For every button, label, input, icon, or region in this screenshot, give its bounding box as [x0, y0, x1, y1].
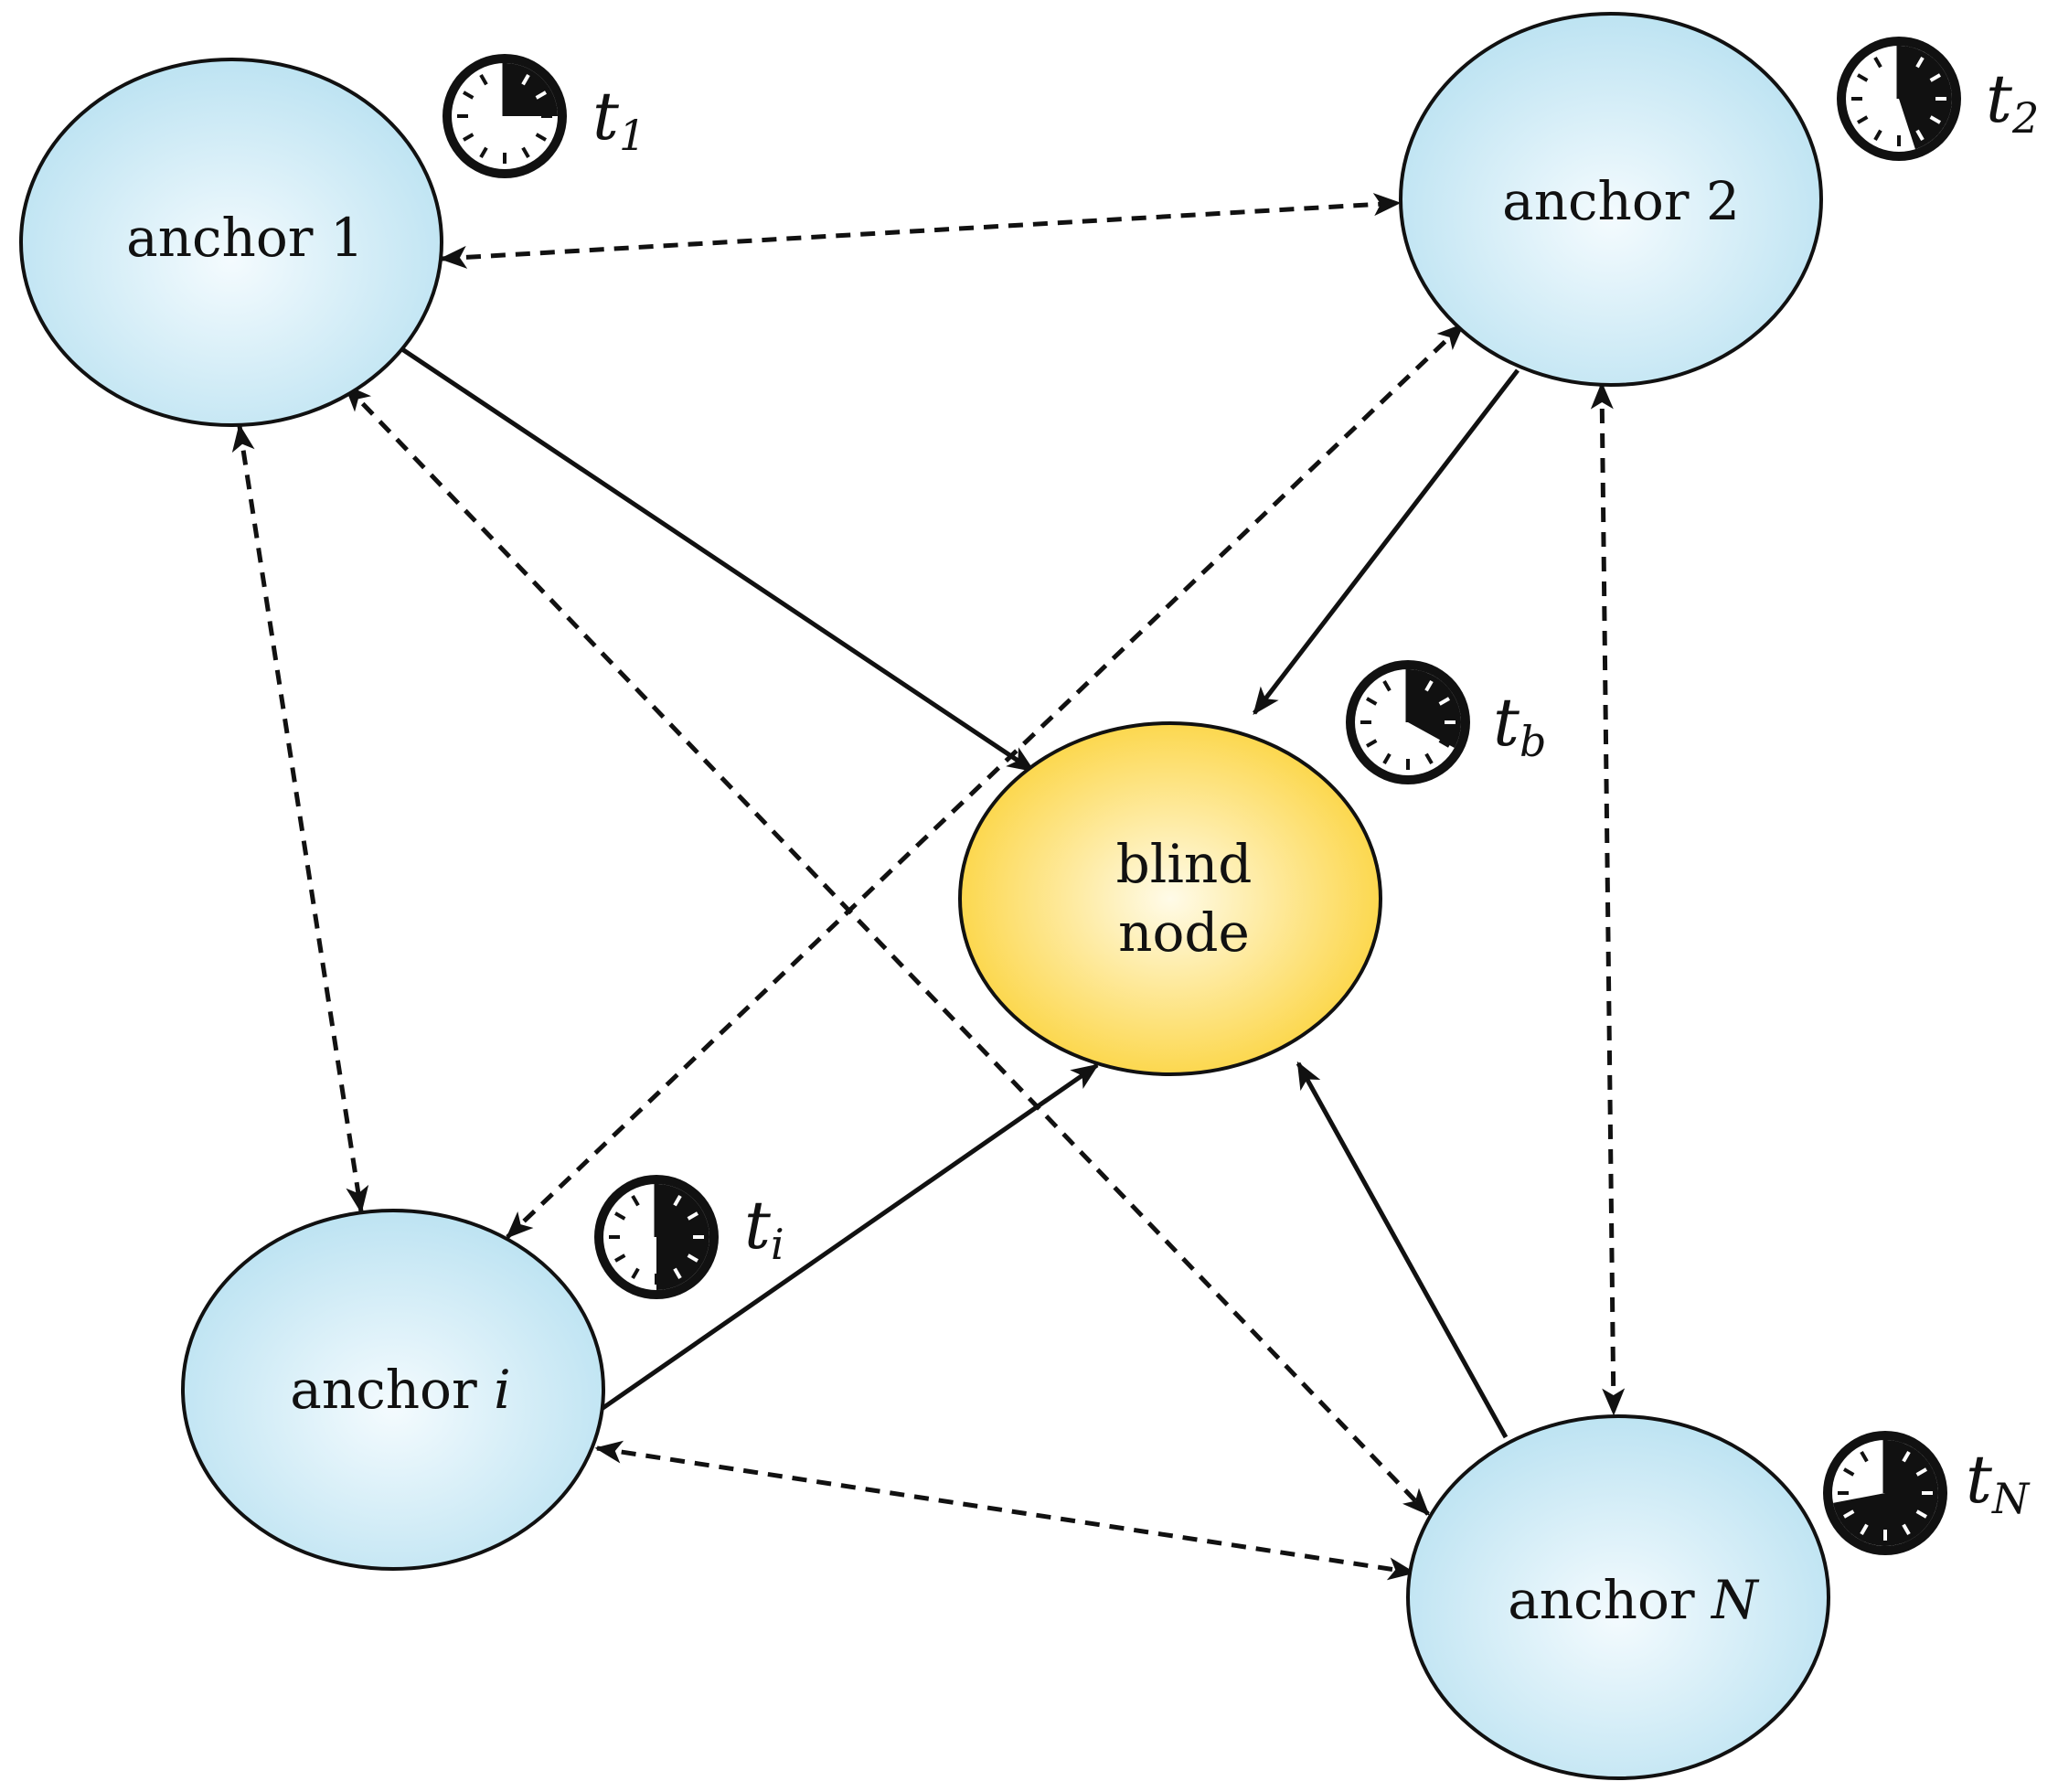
clock-tick — [631, 1267, 640, 1279]
clock-tick — [687, 1211, 698, 1221]
clock-tick — [1382, 680, 1392, 692]
clock-ti-label: ti — [744, 1187, 784, 1269]
clock-tick — [1843, 1509, 1855, 1519]
clock-tick — [535, 91, 547, 100]
clock-tick — [1915, 1467, 1927, 1477]
clock-tick — [631, 1195, 640, 1207]
clock-tick — [1438, 697, 1450, 706]
clock-t1-label: t1 — [592, 78, 645, 160]
clock-tN-label: tN — [1966, 1441, 2031, 1523]
clock-tick — [479, 74, 488, 86]
clock-ti-icon — [594, 1175, 719, 1299]
clock-tick — [673, 1195, 682, 1207]
clock-tick — [521, 74, 530, 86]
edge-anchori-blind — [600, 1062, 1100, 1412]
edge-anchor1-anchor2 — [439, 193, 1402, 269]
anchor-2-label: anchor 2 — [1502, 170, 1740, 232]
clock-elapsed-wedge — [1408, 669, 1462, 748]
edge-anchori-anchorN — [594, 1440, 1416, 1581]
clock-tick — [1902, 1523, 1911, 1535]
blind-node-label-line2: node — [1118, 901, 1250, 964]
clock-tick — [687, 1253, 698, 1263]
clock-tick — [1366, 739, 1378, 748]
node-blind: blind node — [958, 721, 1382, 1076]
clock-tick — [1438, 739, 1450, 748]
clock-tick — [1873, 129, 1882, 141]
anchor-i-label: anchor i — [290, 1359, 510, 1421]
clock-tick — [614, 1253, 626, 1263]
clock-tick — [1424, 752, 1434, 764]
clock-t2-icon — [1837, 37, 1961, 161]
clock-tick — [1857, 115, 1869, 124]
edge-anchorN-blind — [1296, 1061, 1509, 1439]
anchor-1-ellipse — [19, 58, 443, 427]
clock-tick — [1929, 73, 1941, 82]
edge-anchor1-blind — [400, 347, 1036, 773]
clock-t1-icon — [443, 54, 567, 178]
clock-tick — [1915, 57, 1925, 69]
clock-tick — [463, 91, 475, 100]
clock-tick — [1873, 57, 1882, 69]
clock-tick — [1860, 1523, 1869, 1535]
node-anchor-1: anchor 1 — [19, 58, 443, 427]
clock-tick — [1843, 1467, 1855, 1477]
clock-tick — [1857, 73, 1869, 82]
clock-tick — [1860, 1451, 1869, 1463]
dashed-edges — [231, 193, 1626, 1581]
node-anchor-i: anchor i — [181, 1209, 605, 1571]
clock-tick — [673, 1267, 682, 1279]
solid-edges — [400, 347, 1520, 1439]
clock-tick — [1915, 129, 1925, 141]
clock-tick — [614, 1211, 626, 1221]
clock-tick — [1424, 680, 1434, 692]
clock-tick — [1366, 697, 1378, 706]
clock-tick — [521, 146, 530, 158]
clock-elapsed-wedge — [656, 1184, 709, 1290]
blind-node-label-line1: blind — [1116, 833, 1253, 895]
clock-tick — [1929, 115, 1941, 124]
anchor-N-ellipse — [1406, 1414, 1830, 1780]
clock-tb-label: tb — [1493, 684, 1546, 766]
edge-anchor2-anchorN — [1590, 381, 1626, 1416]
clock-t2-label: t2 — [1986, 60, 2039, 143]
clock-tick — [463, 133, 475, 142]
clock-tb-icon — [1346, 660, 1470, 784]
anchor-N-label: anchor N — [1508, 1569, 1760, 1631]
node-anchor-2: anchor 2 — [1399, 12, 1823, 387]
edge-anchor1-anchori — [231, 423, 369, 1214]
clock-tick — [1382, 752, 1392, 764]
clock-tick — [1902, 1451, 1911, 1463]
blind-node-ellipse — [958, 721, 1382, 1076]
edge-anchor2-blind — [1253, 368, 1520, 715]
clock-tick — [1915, 1509, 1927, 1519]
clock-tick — [479, 146, 488, 158]
anchor-i-ellipse — [181, 1209, 605, 1571]
node-anchor-N: anchor N — [1406, 1414, 1830, 1780]
anchor-2-ellipse — [1399, 12, 1823, 387]
clock-elapsed-wedge — [505, 63, 558, 116]
clock-tick — [535, 133, 547, 142]
clock-tN-icon — [1823, 1431, 1947, 1555]
anchor-1-label: anchor 1 — [126, 207, 364, 269]
